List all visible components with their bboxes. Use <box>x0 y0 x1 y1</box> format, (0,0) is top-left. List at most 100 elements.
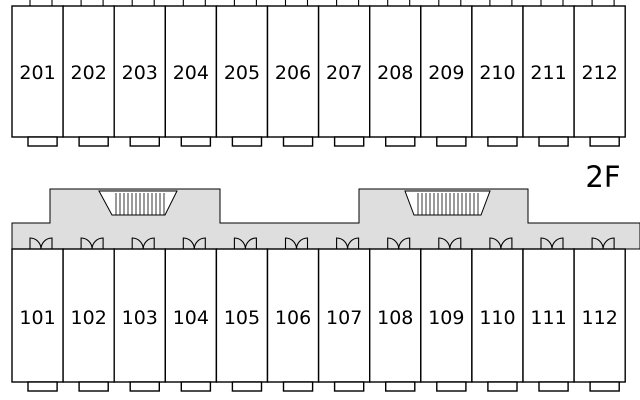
staircase <box>404 190 491 216</box>
door-swing <box>347 237 360 250</box>
room-number: 110 <box>479 307 515 329</box>
room-number: 207 <box>326 62 362 84</box>
room-number: 203 <box>122 62 158 84</box>
room-outline <box>573 5 626 138</box>
door-swing <box>91 237 104 250</box>
room-outline <box>113 248 166 383</box>
room-outline <box>369 5 422 138</box>
balcony <box>129 136 160 147</box>
staircase <box>98 190 178 216</box>
room-105: 105 <box>215 237 269 392</box>
balcony <box>436 381 467 392</box>
room-102: 102 <box>62 237 115 392</box>
room-number: 107 <box>326 307 362 329</box>
room-106: 106 <box>266 237 320 392</box>
room-209: 209 <box>420 0 473 147</box>
door-swing <box>142 237 155 250</box>
stairs <box>98 190 491 216</box>
room-number: 210 <box>479 62 515 84</box>
balcony <box>333 136 365 147</box>
balcony <box>538 136 569 147</box>
room-208: 208 <box>369 0 422 147</box>
door-swing <box>244 237 257 250</box>
balcony <box>487 381 518 392</box>
room-outline <box>317 5 371 138</box>
room-number: 202 <box>71 62 107 84</box>
room-number: 105 <box>224 307 260 329</box>
room-101: 101 <box>11 237 64 392</box>
room-number: 102 <box>71 307 107 329</box>
balcony <box>231 136 263 147</box>
room-number: 205 <box>224 62 260 84</box>
room-104: 104 <box>164 237 218 392</box>
room-outline <box>62 5 115 138</box>
room-number: 206 <box>275 62 311 84</box>
room-number: 212 <box>582 62 618 84</box>
room-109: 109 <box>420 237 473 392</box>
balcony <box>436 136 467 147</box>
room-107: 107 <box>317 237 371 392</box>
door-swing <box>295 237 309 250</box>
balcony <box>589 136 620 147</box>
balcony <box>180 381 212 392</box>
room-108: 108 <box>369 237 422 392</box>
room-212: 212 <box>573 0 626 147</box>
door-swing <box>193 237 206 250</box>
lower-floor-rooms: 101 102 103 104 105 106 107 108 109 110 111 112 <box>11 237 626 392</box>
room-201: 201 <box>11 0 64 147</box>
door-swing <box>398 237 411 250</box>
room-number: 211 <box>530 62 566 84</box>
balcony <box>589 381 620 392</box>
room-210: 210 <box>471 0 524 147</box>
room-number: 106 <box>275 307 311 329</box>
room-outline <box>573 248 626 383</box>
balcony <box>282 381 314 392</box>
balcony <box>487 136 518 147</box>
room-number: 103 <box>122 307 158 329</box>
floor-label: 2F <box>585 160 620 194</box>
balcony <box>180 136 212 147</box>
room-outline <box>420 5 473 138</box>
upper-floor-rooms: 201 202 203 204 205 206 207 208 209 210 211 212 <box>11 0 626 147</box>
room-number: 201 <box>19 62 55 84</box>
room-number: 204 <box>173 62 209 84</box>
door-swing <box>551 237 564 250</box>
room-number: 112 <box>582 307 618 329</box>
door-swing <box>602 237 615 250</box>
room-number: 108 <box>377 307 413 329</box>
stair-outline <box>98 190 178 216</box>
room-111: 111 <box>522 237 575 392</box>
room-outline <box>317 248 371 383</box>
room-206: 206 <box>266 0 320 147</box>
room-112: 112 <box>573 237 626 392</box>
room-207: 207 <box>317 0 371 147</box>
room-number: 209 <box>428 62 464 84</box>
room-202: 202 <box>62 0 115 147</box>
room-outline <box>215 5 269 138</box>
room-103: 103 <box>113 237 166 392</box>
balcony <box>231 381 263 392</box>
room-number: 111 <box>530 307 566 329</box>
door-swing <box>449 237 462 250</box>
balcony <box>129 381 160 392</box>
balcony <box>78 136 109 147</box>
balcony <box>282 136 314 147</box>
room-204: 204 <box>164 0 218 147</box>
room-outline <box>11 248 64 383</box>
room-203: 203 <box>113 0 166 147</box>
room-205: 205 <box>215 0 269 147</box>
room-number: 104 <box>173 307 209 329</box>
room-110: 110 <box>471 237 524 392</box>
room-number: 101 <box>19 307 55 329</box>
balcony <box>333 381 365 392</box>
balcony <box>385 136 416 147</box>
room-outline <box>266 248 320 383</box>
door-swing <box>500 237 513 250</box>
balcony <box>27 136 58 147</box>
balcony <box>78 381 109 392</box>
room-outline <box>522 248 575 383</box>
room-number: 109 <box>428 307 464 329</box>
room-number: 208 <box>377 62 413 84</box>
room-211: 211 <box>522 0 575 147</box>
